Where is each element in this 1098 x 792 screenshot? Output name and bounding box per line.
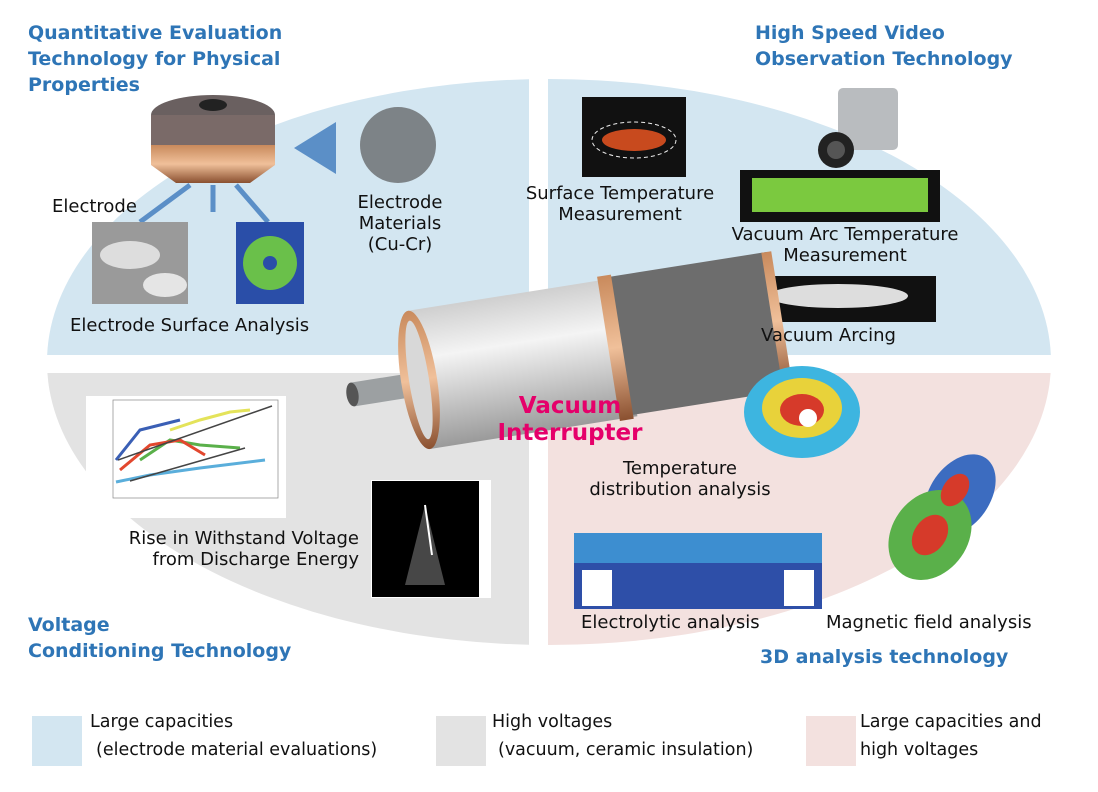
title-line: Vacuum: [518, 393, 622, 419]
legend-line: (vacuum, ceramic insulation): [498, 740, 754, 760]
label-electrode: Electrode: [52, 196, 137, 217]
legend-line: (electrode material evaluations): [96, 740, 378, 760]
label-surface-analysis: Electrode Surface Analysis: [70, 315, 310, 336]
heading-3d-analysis: 3D analysis technology: [760, 646, 1009, 668]
legend-swatch-pink: [806, 716, 856, 766]
voltage-conditioning-chart-image: [86, 396, 286, 518]
arrow-left-icon: [294, 122, 336, 174]
heading-line: Technology for Physical: [28, 48, 281, 70]
legend-line: Large capacities and: [860, 712, 1042, 732]
electrode-image: [151, 95, 275, 183]
heading-line: Properties: [28, 74, 140, 96]
legend-item-blue: Large capacities (electrode material eva…: [90, 708, 377, 764]
label-line: Temperature: [622, 458, 738, 479]
legend-line: High voltages: [492, 712, 613, 732]
legend-item-pink: Large capacities and high voltages: [860, 708, 1042, 764]
label-magnetic-field: Magnetic field analysis: [826, 612, 1032, 633]
magnetic-field-image: [888, 454, 996, 580]
heading-physical-properties: Quantitative Evaluation Technology for P…: [28, 20, 282, 98]
label-surface-temperature: Surface Temperature Measurement: [500, 183, 740, 225]
label-withstand-voltage: Rise in Withstand Voltage from Discharge…: [60, 528, 359, 570]
title-line: Interrupter: [497, 420, 643, 446]
high-speed-camera-image: [818, 88, 898, 168]
legend-swatch-blue: [32, 716, 82, 766]
label-arc-temperature: Vacuum Arc Temperature Measurement: [700, 224, 990, 266]
label-line: Rise in Withstand Voltage: [128, 528, 359, 549]
label-temperature-distribution: Temperature distribution analysis: [570, 458, 790, 500]
label-line: Electrode: [357, 192, 443, 213]
legend-item-gray: High voltages (vacuum, ceramic insulatio…: [492, 708, 753, 764]
heading-line: Conditioning Technology: [28, 640, 292, 662]
heading-line: Quantitative Evaluation: [28, 22, 283, 44]
label-vacuum-arcing: Vacuum Arcing: [761, 325, 896, 346]
heading-high-speed-video: High Speed Video Observation Technology: [755, 20, 1013, 72]
heading-voltage-conditioning: Voltage Conditioning Technology: [28, 612, 291, 664]
temperature-disc-image: [744, 366, 860, 458]
label-line: Measurement: [558, 204, 682, 225]
center-title: Vacuum Interrupter: [470, 393, 670, 447]
heading-line: Voltage: [28, 614, 110, 636]
powder-image: [360, 107, 436, 183]
label-line: Surface Temperature: [525, 183, 715, 204]
label-line: Measurement: [783, 245, 907, 266]
label-line: from Discharge Energy: [152, 549, 359, 570]
electrolytic-image: [574, 533, 822, 609]
label-line: Materials: [358, 213, 442, 234]
legend-swatch-gray: [436, 716, 486, 766]
label-electrolytic: Electrolytic analysis: [581, 612, 760, 633]
vacuum-interrupter-image: [346, 251, 794, 450]
label-line: (Cu-Cr): [367, 234, 433, 255]
label-line: Vacuum Arc Temperature: [731, 224, 959, 245]
discharge-image: [371, 480, 491, 598]
label-electrode-materials: Electrode Materials (Cu-Cr): [350, 192, 450, 255]
heading-line: Observation Technology: [755, 48, 1013, 70]
label-line: distribution analysis: [589, 479, 771, 500]
legend-line: Large capacities: [90, 712, 234, 732]
heading-line: High Speed Video: [755, 22, 945, 44]
legend-line: high voltages: [860, 740, 979, 760]
